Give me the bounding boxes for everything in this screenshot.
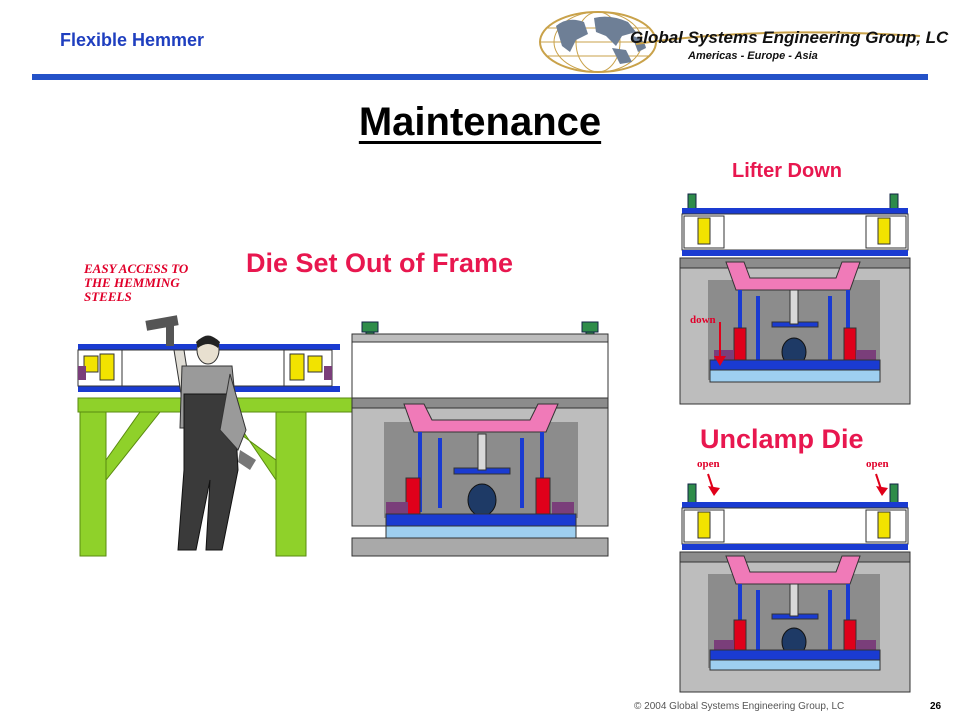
slide-title: Maintenance xyxy=(358,100,602,144)
copyright-text: © 2004 Global Systems Engineering Group,… xyxy=(634,701,845,712)
page-number: 26 xyxy=(930,701,942,712)
down-arrow-label: down xyxy=(690,314,716,326)
access-note-line-2: THE HEMMING xyxy=(84,275,180,290)
header-divider xyxy=(32,74,928,80)
work-table-illustration xyxy=(77,315,355,557)
open-label-right: open xyxy=(866,458,889,470)
right-hem-clamp xyxy=(283,349,333,387)
worker-figure xyxy=(145,315,256,551)
company-name: Global Systems Engineering Group, LC xyxy=(630,28,949,47)
lifter-down-caption: Lifter Down xyxy=(732,160,842,182)
left-hem-clamp xyxy=(77,349,123,387)
company-regions: Americas - Europe - Asia xyxy=(688,50,818,62)
open-label-left: open xyxy=(697,458,720,470)
access-note: EASY ACCESS TO THE HEMMING STEELS xyxy=(84,262,188,304)
section-title: Flexible Hemmer xyxy=(60,30,205,50)
die-set-out-of-frame xyxy=(351,321,609,557)
lifter-down-diagram xyxy=(679,193,911,405)
main-caption: Die Set Out of Frame xyxy=(246,248,514,278)
company-logo xyxy=(539,11,921,73)
access-note-line-3: STEELS xyxy=(84,289,132,304)
access-note-line-1: EASY ACCESS TO xyxy=(84,261,189,276)
unclamp-die-diagram xyxy=(679,473,911,693)
unclamp-die-caption: Unclamp Die xyxy=(700,424,864,454)
